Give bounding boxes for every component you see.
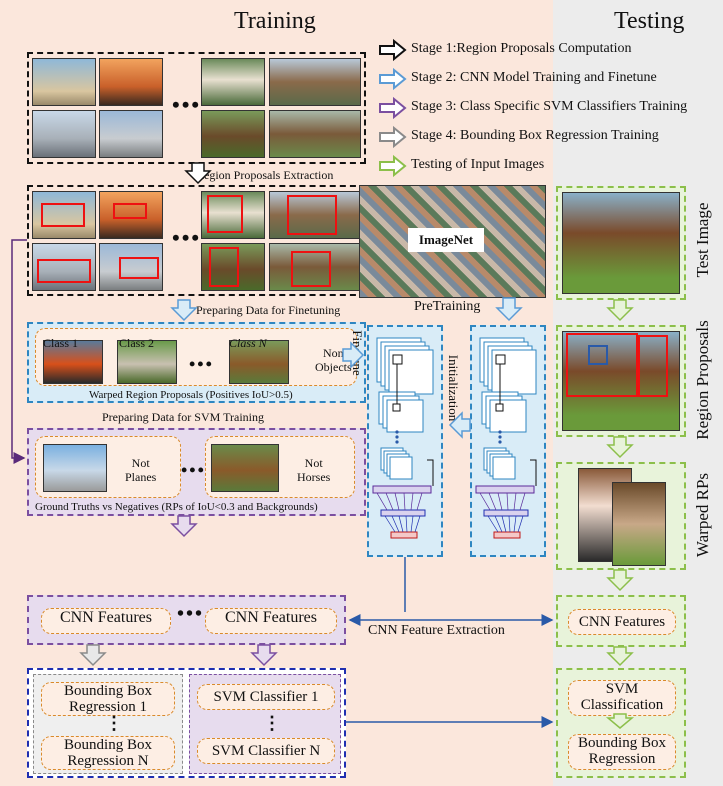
test-image-label: Test Image <box>693 202 712 278</box>
not-planes-label: Not Planes <box>125 456 157 484</box>
preparing-svm-label: Preparing Data for SVM Training <box>102 410 264 424</box>
cnn-features-node-1: CNN Features <box>41 608 171 634</box>
plane-photo-rp <box>99 191 163 239</box>
svm-classifier-1-node: SVM Classifier 1 <box>197 684 335 710</box>
legend-testing: Testing of Input Images <box>411 157 545 172</box>
plane-photo-rp <box>32 243 96 291</box>
test-cnn-features-node: CNN Features <box>568 609 676 635</box>
test-region-proposals-box <box>556 325 686 437</box>
legend-stage1: Stage 1:Region Proposals Computation <box>411 41 632 56</box>
region-proposals-box: ••• <box>27 185 366 296</box>
not-horses-label: Not Horses <box>297 456 331 484</box>
horse-photo-rp <box>201 243 265 291</box>
test-rp-photo <box>562 331 680 431</box>
plane-photo <box>99 110 163 158</box>
cnn-features-node-2: CNN Features <box>205 608 337 634</box>
region-proposals-label: Region Proposals <box>693 320 712 440</box>
legend-stage3: Stage 3: Class Specific SVM Classifiers … <box>411 99 688 114</box>
test-bbr-node: Bounding Box Regression <box>568 734 676 770</box>
finetune-label: Finetune <box>349 330 365 376</box>
non-objects-label: Non Objects <box>315 346 352 374</box>
class1-label: Class 1 <box>43 336 79 350</box>
plane-sample-photo <box>43 444 107 492</box>
training-title: Training <box>234 8 316 34</box>
warped-rps-box <box>556 462 686 570</box>
plane-photo <box>32 58 96 106</box>
horse-photo <box>269 58 361 106</box>
classN-label: Class N <box>229 336 267 350</box>
classifiers-box: Bounding Box Regression 1 ⋮ Bounding Box… <box>27 668 346 778</box>
cnn-feature-extraction-label: CNN Feature Extraction <box>368 623 505 638</box>
classN-photo <box>229 340 289 384</box>
imagenet-label: ImageNet <box>408 228 484 252</box>
finetuned-cnn-box <box>367 325 443 557</box>
pretraining-label: PreTraining <box>414 299 481 314</box>
horse-photo <box>201 110 265 158</box>
warped-rp-caption: Warped Region Proposals (Positives IoU>0… <box>89 389 293 401</box>
svm-data-box: Not Planes ••• Not Horses Ground Truths … <box>27 428 366 516</box>
ellipsis: ••• <box>181 460 206 480</box>
ellipsis: ••• <box>177 603 205 625</box>
cnn-features-box: CNN Features ••• CNN Features <box>27 595 346 645</box>
plane-photo <box>99 58 163 106</box>
proposal-box <box>37 259 91 283</box>
ellipsis: ••• <box>172 225 202 250</box>
legend-stage4: Stage 4: Bounding Box Regression Trainin… <box>411 128 659 143</box>
proposal-box <box>41 203 85 227</box>
preparing-finetune-label: Preparing Data for Finetuning <box>196 303 341 317</box>
horse-photo <box>269 110 361 158</box>
gt-vs-negatives-caption: Ground Truths vs Negatives (RPs of IoU<0… <box>35 501 318 513</box>
svm-classifier-n-node: SVM Classifier N <box>197 738 335 764</box>
legend-stage2: Stage 2: CNN Model Training and Finetune <box>411 70 657 85</box>
vdots: ⋮ <box>263 713 281 733</box>
warped-rps-label: Warped RPs <box>693 472 712 558</box>
testing-title: Testing <box>614 8 685 34</box>
proposal-box <box>566 333 638 397</box>
bbr-node-1: Bounding Box Regression 1 <box>41 682 175 716</box>
test-cnn-features-box: CNN Features <box>556 595 686 647</box>
test-horse-photo <box>562 192 680 294</box>
svm-classification-node: SVM Classification <box>568 680 676 716</box>
finetune-data-box: Class 1 Class 2 ••• Class N Non Objects … <box>27 322 366 403</box>
proposal-box <box>207 195 243 233</box>
plane-photo <box>32 110 96 158</box>
proposal-box <box>119 257 159 279</box>
class2-photo <box>117 340 177 384</box>
proposal-box <box>209 247 239 287</box>
test-image-box <box>556 186 686 300</box>
plane-photo-rp <box>99 243 163 291</box>
proposal-box <box>287 195 337 235</box>
proposal-box <box>638 335 668 397</box>
test-output-box: SVM Classification Bounding Box Regressi… <box>556 668 686 778</box>
vdots: ⋮ <box>105 713 123 733</box>
horse-photo <box>201 58 265 106</box>
proposal-box <box>113 203 147 219</box>
class1-photo <box>43 340 103 384</box>
initialization-label: Initialization <box>446 354 462 422</box>
warped-rp-photo <box>612 482 666 566</box>
proposal-box <box>291 251 331 287</box>
proposal-box-blue <box>588 345 608 365</box>
bbr-node-n: Bounding Box Regression N <box>41 736 175 770</box>
class2-label: Class 2 <box>119 336 155 350</box>
ellipsis: ••• <box>189 354 214 374</box>
pretrained-cnn-box <box>470 325 546 557</box>
region-proposals-extraction-label: Region Proposals Extraction <box>196 168 334 182</box>
ellipsis: ••• <box>172 92 202 117</box>
training-images-box: ••• <box>27 52 366 164</box>
horse-sample-photo <box>211 444 279 492</box>
